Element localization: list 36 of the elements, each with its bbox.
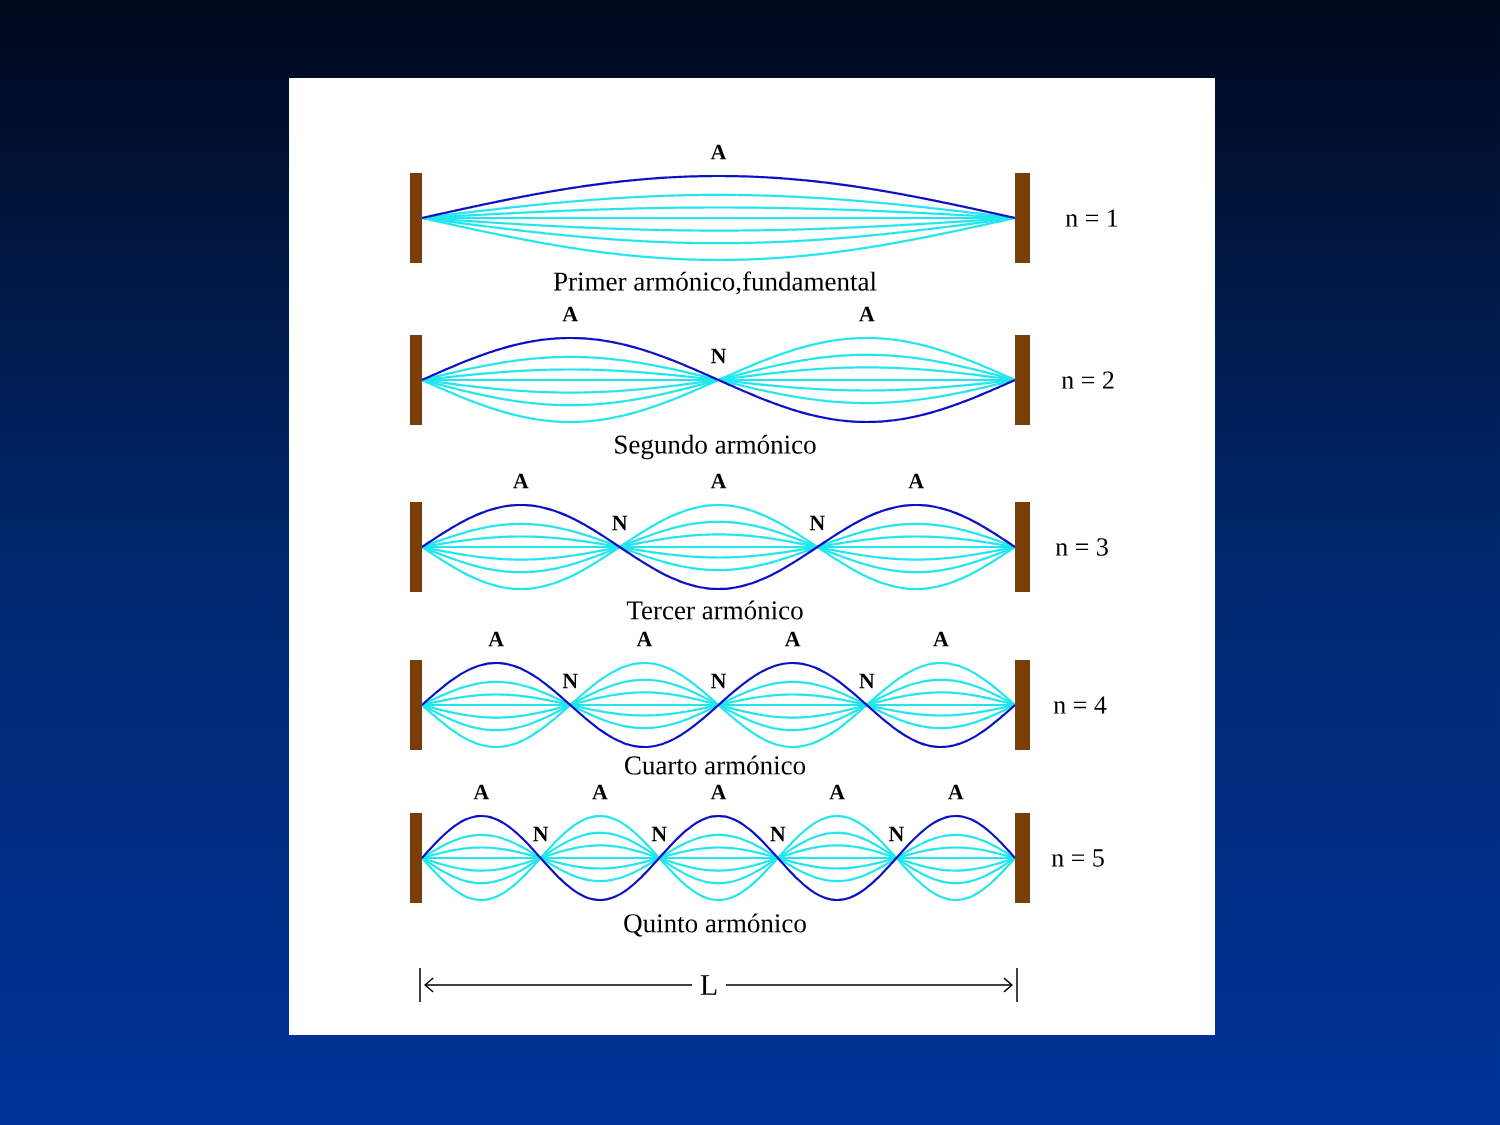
node-label: N	[711, 348, 727, 364]
antinode-label: A	[473, 784, 490, 800]
node-label: N	[770, 826, 786, 842]
antinode-label: A	[636, 631, 653, 647]
antinode-label: A	[908, 473, 924, 489]
node-label: N	[859, 673, 875, 689]
harmonic-number: n = 1	[1065, 209, 1118, 227]
node-label: N	[888, 826, 905, 842]
antinode-label: A	[948, 784, 964, 800]
harmonic-number: n = 3	[1055, 538, 1108, 556]
antinode-label: A	[829, 784, 845, 800]
antinode-label: A	[562, 306, 578, 322]
node-label: N	[809, 515, 825, 531]
harmonic-number: n = 5	[1051, 849, 1104, 867]
antinode-label: A	[710, 144, 727, 160]
node-label: N	[711, 673, 727, 689]
length-label: L	[700, 975, 717, 995]
antinode-label: A	[859, 306, 875, 322]
harmonic-caption: Segundo armónico	[615, 434, 816, 460]
harmonic-caption: Quinto armónico	[624, 913, 806, 937]
node-label: N	[562, 673, 578, 689]
node-label: N	[533, 826, 549, 842]
antinode-label: A	[513, 473, 529, 489]
antinode-label: A	[592, 784, 608, 800]
harmonic-number: n = 2	[1061, 371, 1114, 389]
harmonic-caption: Tercer armónico	[626, 600, 803, 620]
antinode-label: A	[933, 631, 949, 647]
node-label: N	[651, 826, 667, 842]
antinode-label: A	[710, 473, 727, 489]
antinode-label: A	[488, 631, 504, 647]
harmonic-caption: Primer armónico,fundamental	[553, 271, 877, 295]
antinode-label: A	[784, 631, 801, 647]
harmonic-number: n = 4	[1053, 696, 1107, 714]
antinode-label: A	[710, 784, 727, 800]
node-label: N	[612, 515, 628, 531]
harmonic-caption: Cuarto armónico	[625, 755, 806, 775]
